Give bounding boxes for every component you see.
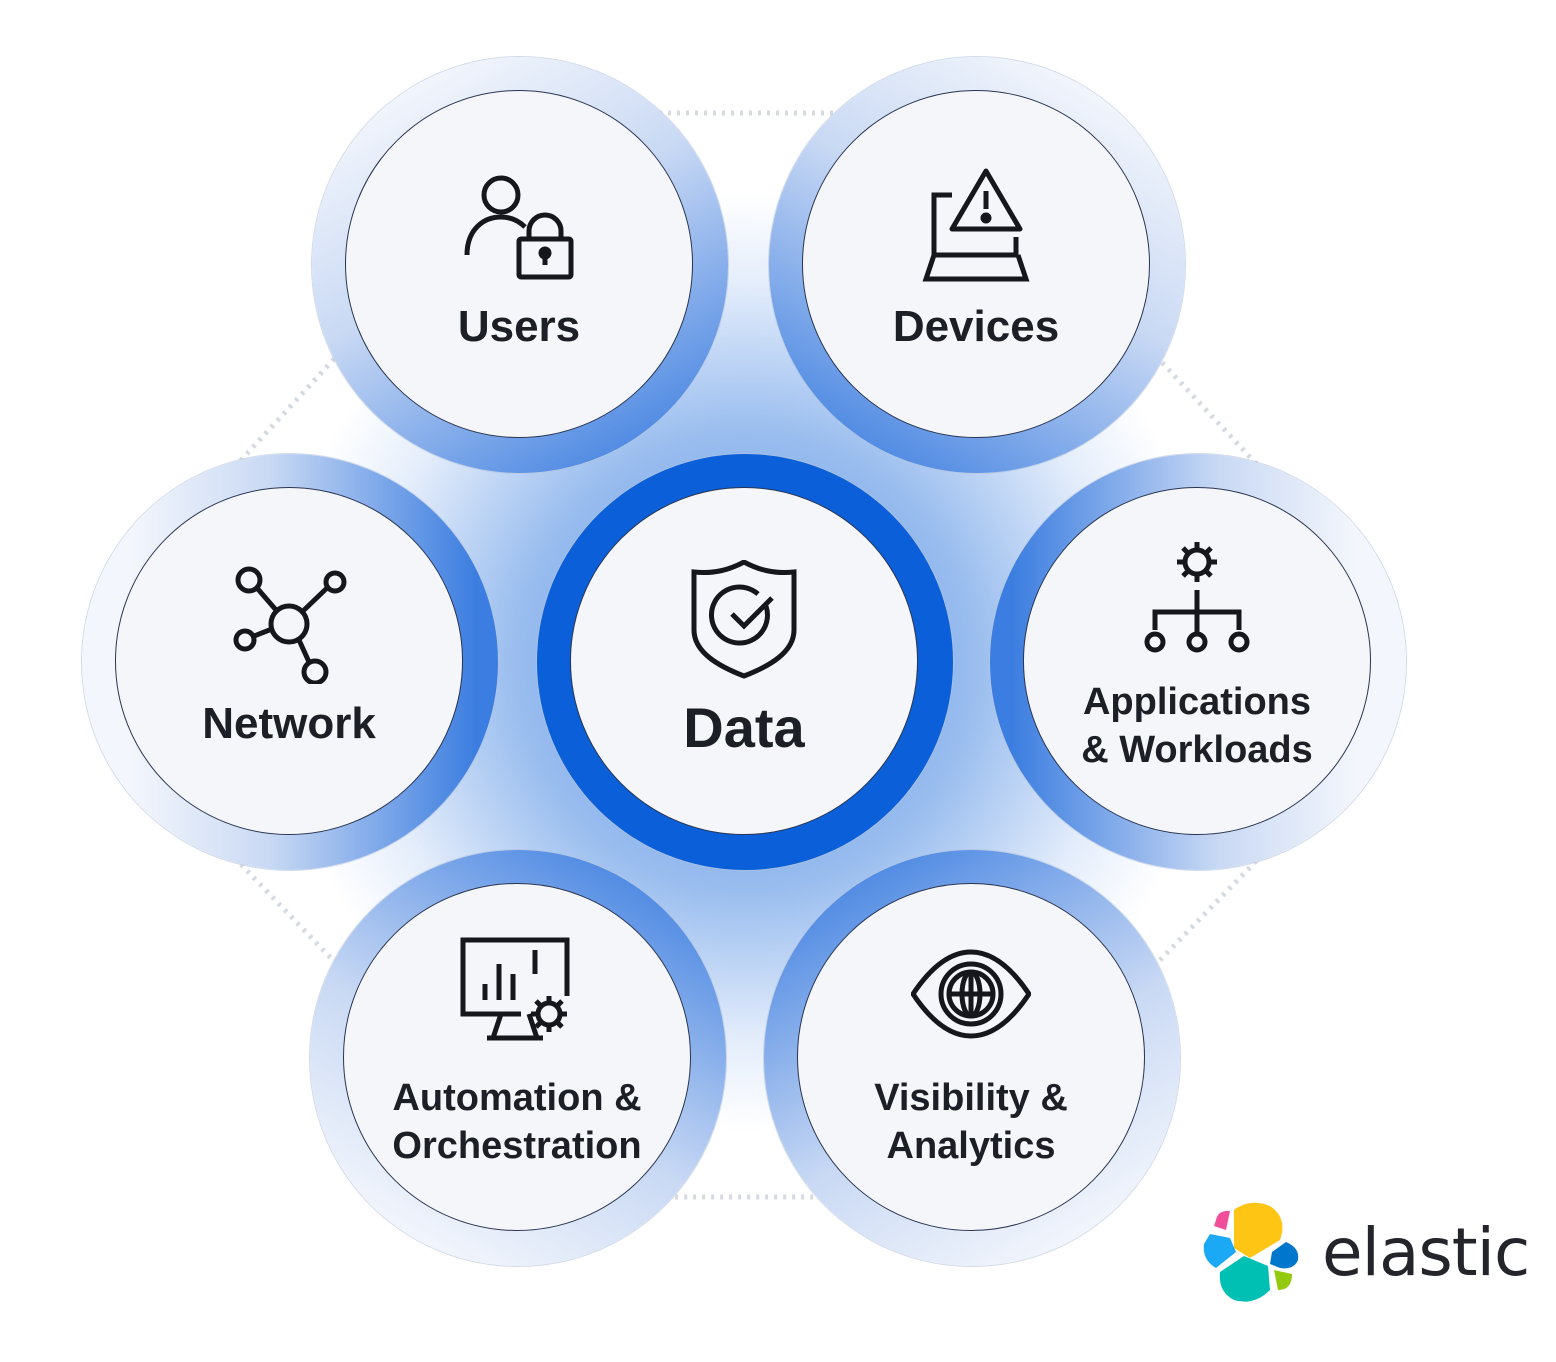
elastic-cluster-icon <box>1203 1202 1299 1302</box>
hierarchy-gear-icon <box>1144 542 1250 653</box>
shield-check-icon <box>691 560 797 679</box>
elastic-logo: elastic <box>1200 1200 1530 1304</box>
node-label: Network <box>202 699 376 748</box>
node-label: Applications & Workloads <box>1081 678 1313 774</box>
node-visibility-analytics: Visibility & Analytics <box>764 850 1180 1266</box>
node-label: Data <box>683 696 805 759</box>
node-data-center: Data <box>537 454 953 870</box>
network-nodes-icon <box>233 566 347 684</box>
label-line-2: Orchestration <box>392 1125 642 1167</box>
user-lock-icon <box>464 175 574 280</box>
node-network: Network <box>82 454 498 870</box>
node-automation-orchestration: Automation & Orchestration <box>310 850 726 1266</box>
node-label: Devices <box>892 302 1060 351</box>
node-label: Automation & Orchestration <box>392 1074 641 1170</box>
label-line-1: Applications <box>1082 681 1312 723</box>
node-applications-workloads: Applications & Workloads <box>990 454 1406 870</box>
node-label: Users <box>457 302 581 351</box>
node-users: Users <box>312 57 728 473</box>
laptop-warning-icon <box>922 168 1030 282</box>
monitor-chart-gear-icon <box>460 937 570 1041</box>
label-line-2: Analytics <box>886 1125 1056 1167</box>
label-line-1: Visibility & <box>874 1077 1068 1119</box>
eye-globe-icon <box>911 949 1031 1039</box>
elastic-wordmark: elastic <box>1322 1213 1530 1291</box>
node-devices: Devices <box>769 57 1185 473</box>
label-line-1: Automation & <box>392 1077 642 1119</box>
node-label: Visibility & Analytics <box>874 1074 1068 1170</box>
label-line-2: & Workloads <box>1081 729 1313 771</box>
